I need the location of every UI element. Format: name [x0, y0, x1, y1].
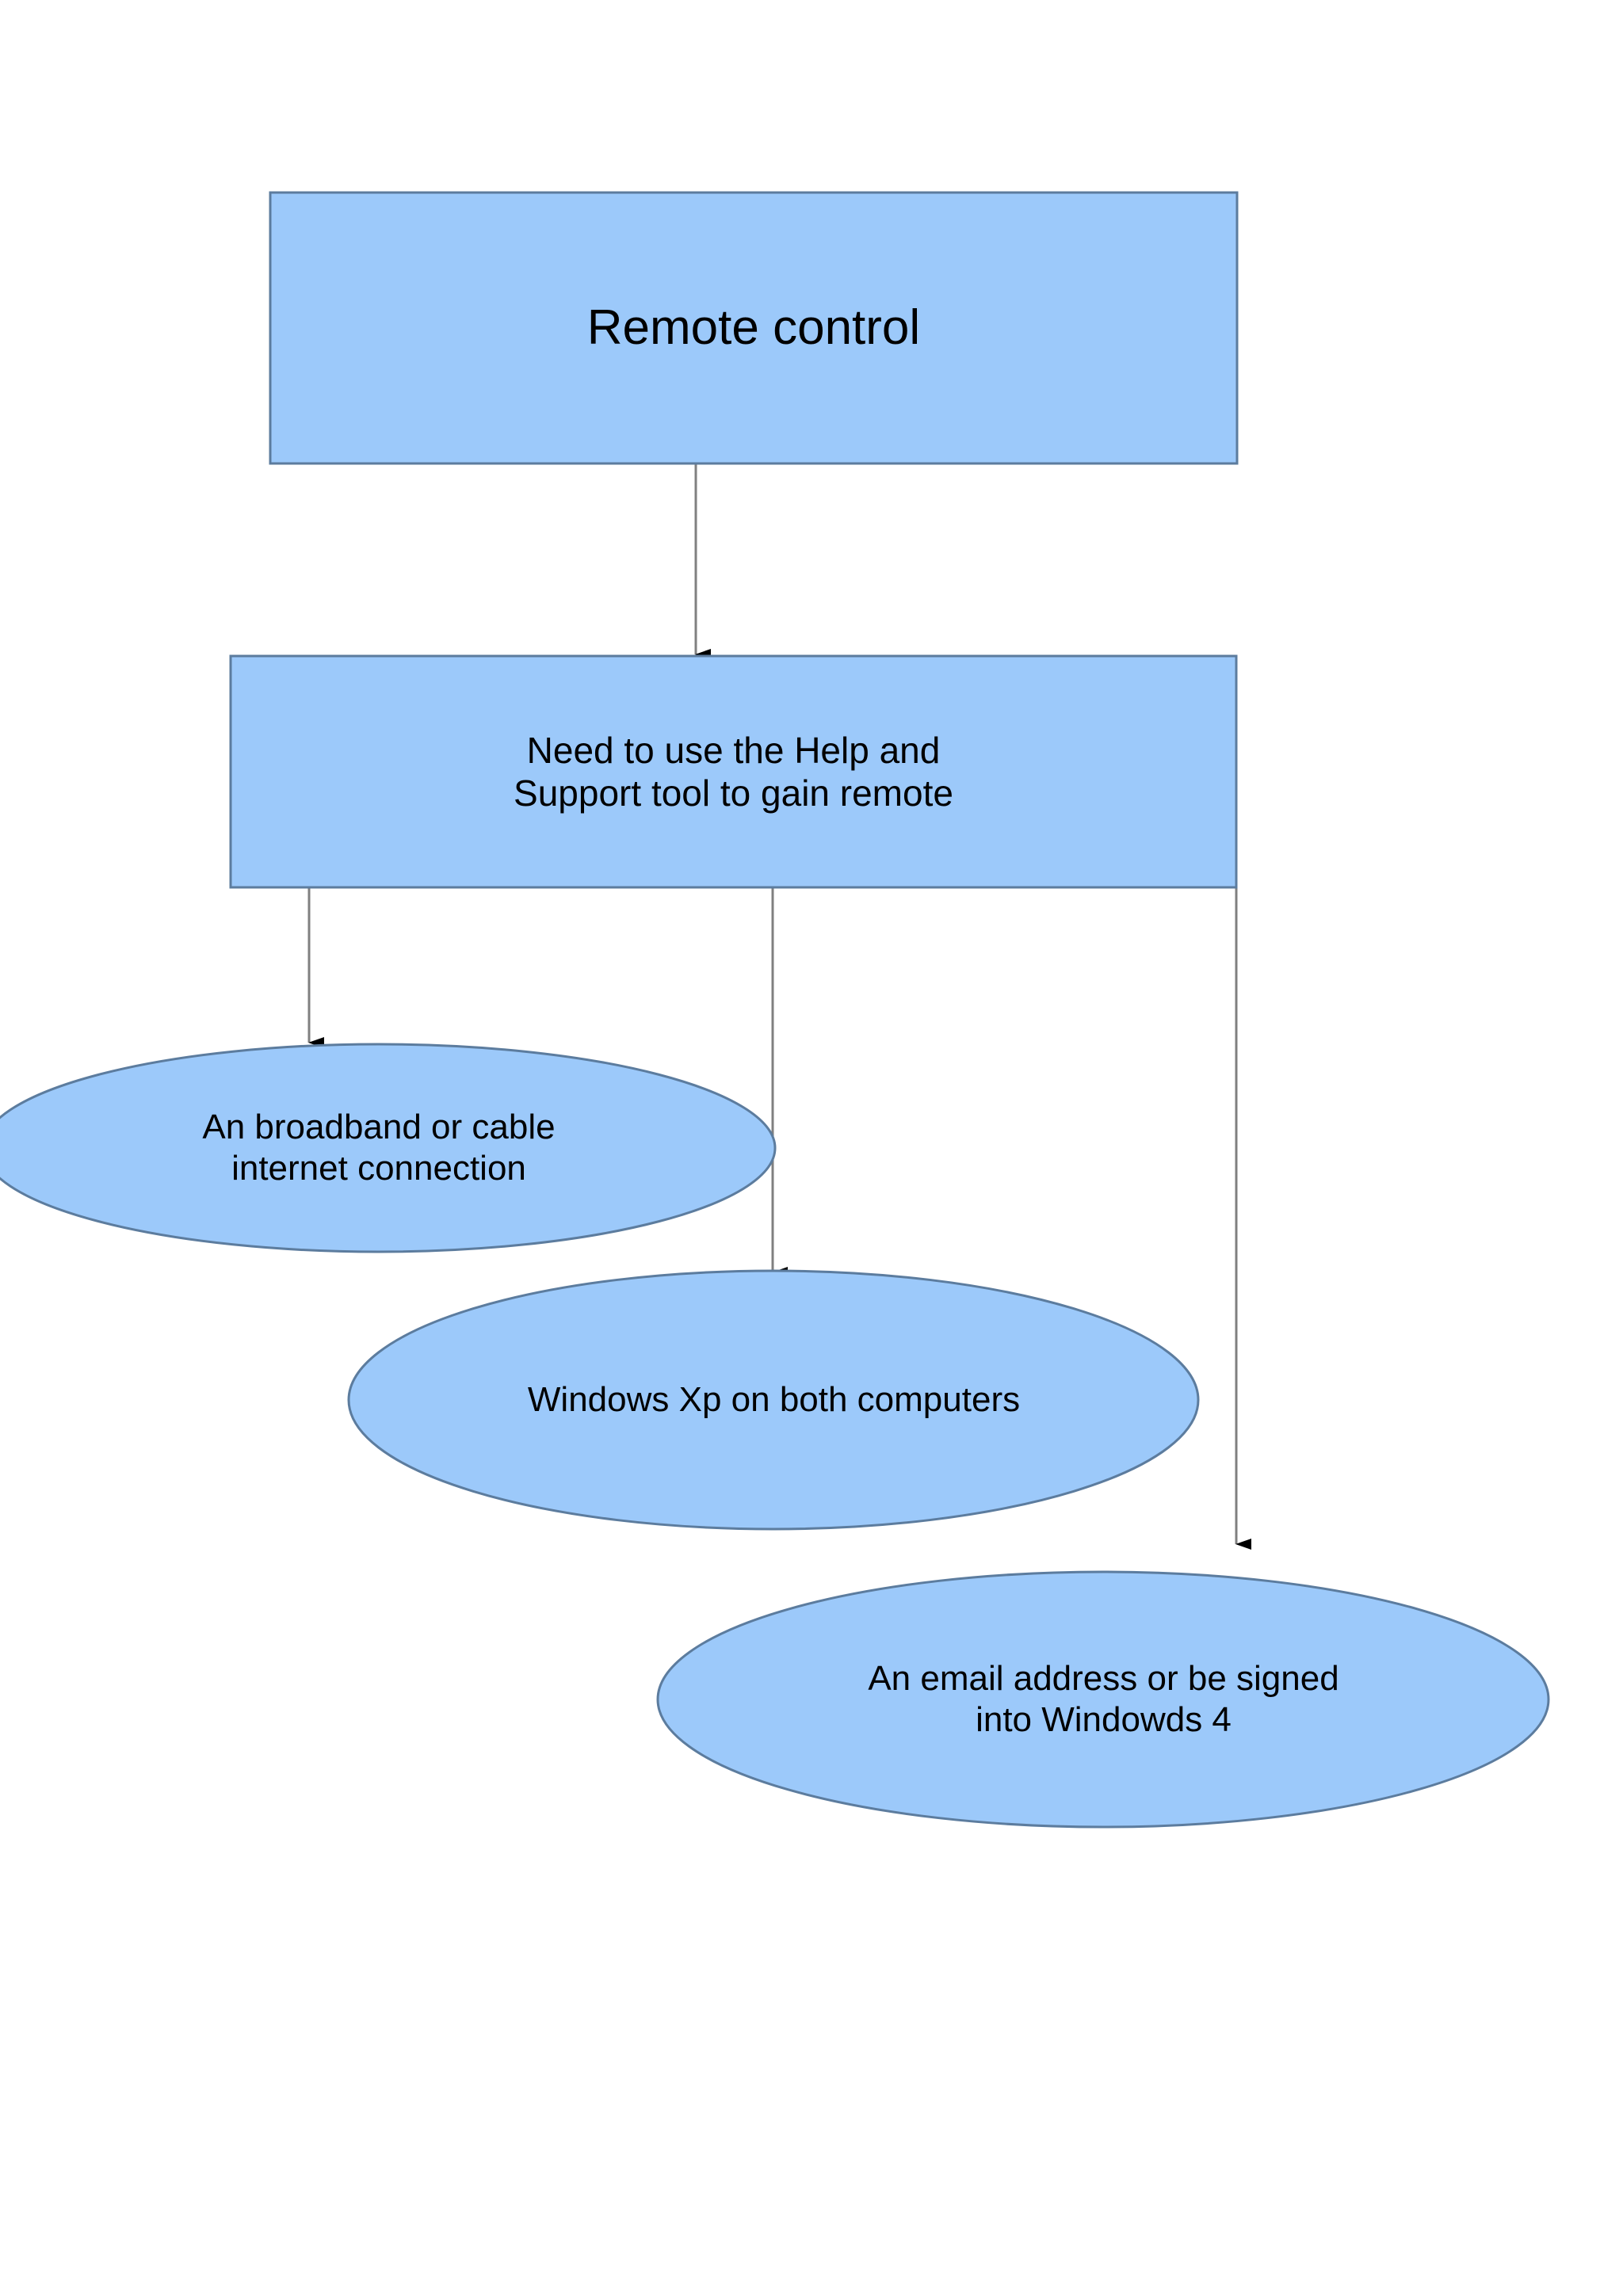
- node-windows-xp-shape[interactable]: [347, 1269, 1200, 1531]
- node-broadband-shape[interactable]: [0, 1043, 777, 1253]
- connector-group: [307, 463, 1251, 1550]
- node-remote-control-shape[interactable]: [269, 191, 1239, 465]
- node-email-address-shape[interactable]: [656, 1570, 1550, 1829]
- node-help-and-support-shape[interactable]: [229, 654, 1238, 889]
